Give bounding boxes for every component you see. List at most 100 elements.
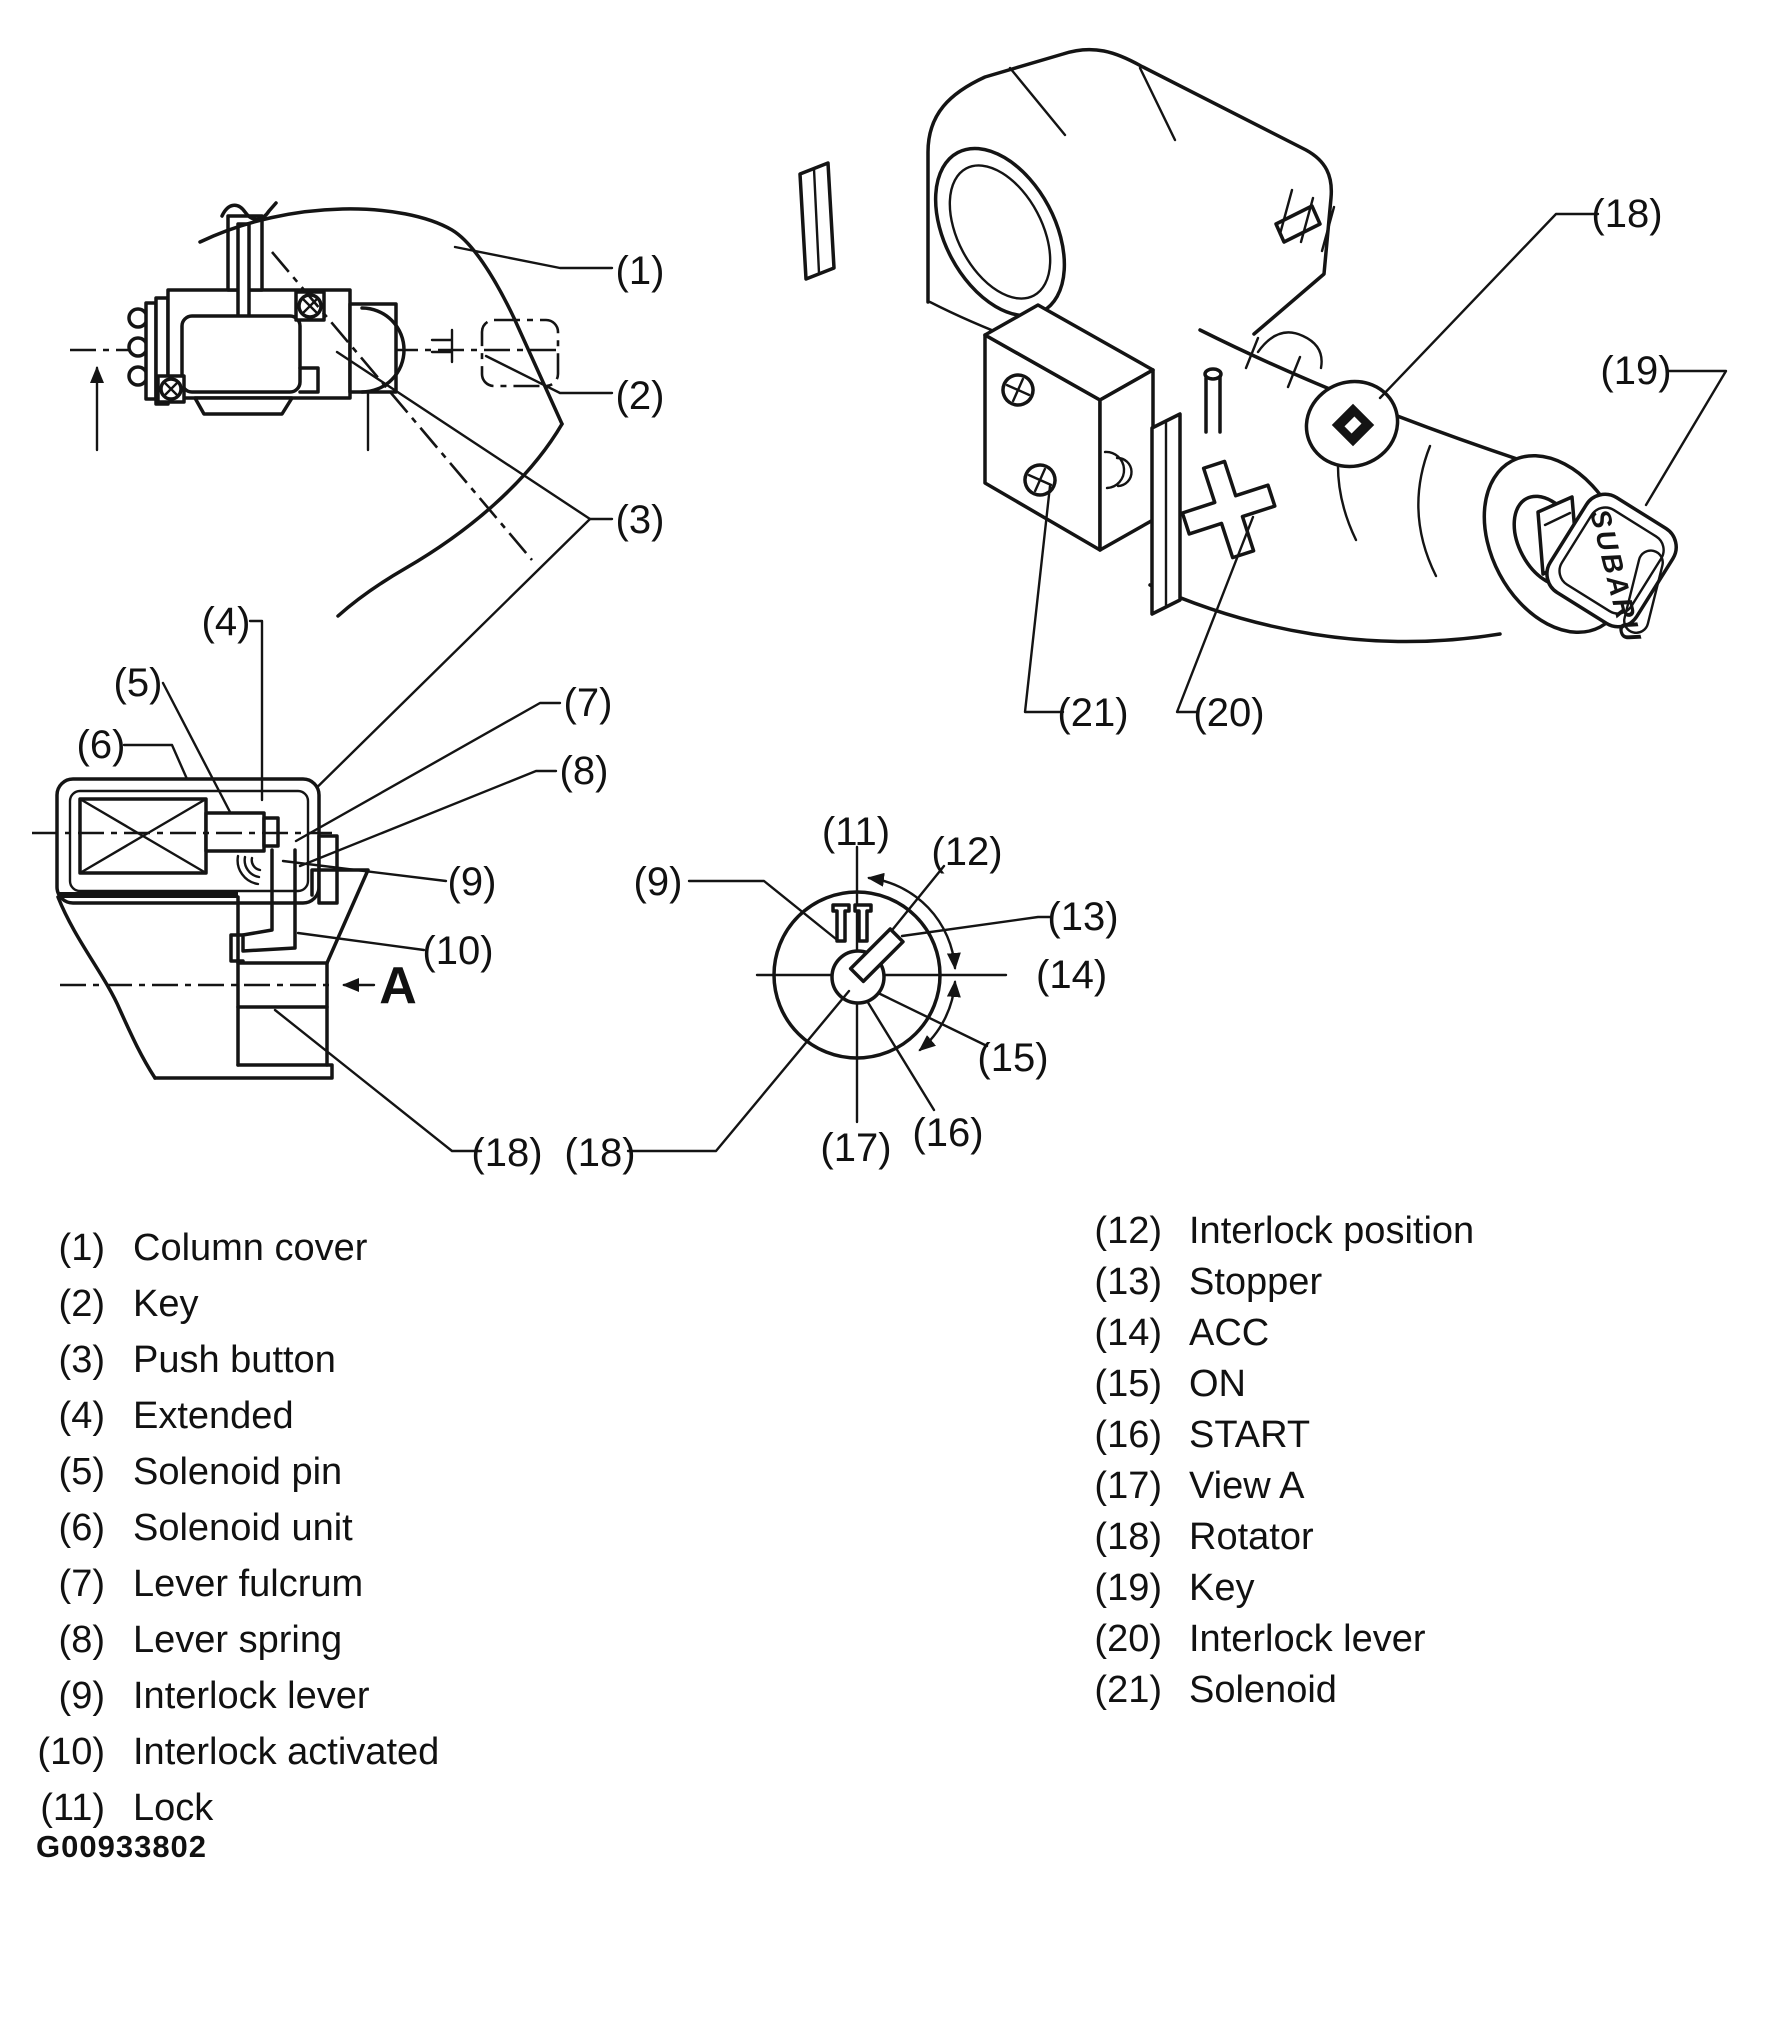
callout-15: (15)	[977, 1036, 1048, 1080]
legend-item-12: (12)Interlock position	[1050, 1208, 1474, 1254]
legend-num: (9)	[58, 1675, 105, 1717]
leader-20	[1175, 515, 1255, 714]
leader-21	[1023, 484, 1065, 714]
lock-assembly-diagram: SUBARU (18) (19) (21) (20)	[798, 47, 1728, 735]
callout-19: (19)	[1600, 349, 1671, 393]
callout-16: (16)	[912, 1111, 983, 1155]
legend-num: (10)	[37, 1731, 105, 1773]
leader-6	[122, 743, 189, 781]
inner-cylinder-step	[298, 366, 320, 394]
key-grip-hidden	[480, 318, 560, 388]
legend-item-9: (9)Interlock lever	[0, 1673, 370, 1719]
column-cover-lower-edge	[336, 422, 564, 618]
legend-item-7: (7)Lever fulcrum	[0, 1561, 364, 1607]
legend-num: (11)	[40, 1787, 105, 1829]
callout-9-dial: (9)	[634, 860, 683, 904]
legend-item-3: (3)Push button	[0, 1337, 336, 1383]
interlock-cross-lever	[1180, 459, 1277, 560]
callout-7: (7)	[564, 681, 613, 725]
screw-cross	[1005, 377, 1031, 403]
callout-21: (21)	[1057, 691, 1128, 735]
legend-label: Push button	[133, 1339, 336, 1381]
coil-x-mark	[78, 797, 208, 875]
leader-13	[900, 915, 1054, 938]
leader-10	[296, 931, 426, 952]
legend-label: Key	[1189, 1567, 1255, 1609]
solenoid-screw	[1001, 373, 1035, 407]
callout-3: (3)	[616, 498, 665, 542]
legend-label: Solenoid pin	[133, 1451, 343, 1493]
legend-label: Lock	[133, 1787, 214, 1829]
solenoid-section-diagram: (4) (5) (6) (7) (8) (9) (10) (18) A	[32, 600, 612, 1175]
legend-num: (7)	[58, 1563, 105, 1605]
legend-item-11: (11) Lock	[0, 1785, 213, 1831]
rotator-column	[236, 895, 329, 1067]
legend-item-1: (1)Column cover	[0, 1225, 368, 1271]
legend-item-2: (2)Key	[0, 1281, 199, 1327]
callout-13: (13)	[1047, 895, 1118, 939]
spring-hatch-ticks	[1278, 188, 1336, 253]
leader-9-dial	[687, 879, 838, 941]
interlock-pin-cap	[1203, 367, 1223, 381]
legend-item-10: (10)Interlock activated	[0, 1729, 439, 1775]
legend-item-21: (21)Solenoid	[1050, 1667, 1336, 1713]
leader-18-section	[273, 1008, 483, 1153]
key-position-diagram: (9) (11) (12) (13) (14) (15) (16) (17) (…	[564, 810, 1118, 1175]
callout-5: (5)	[114, 661, 163, 705]
callout-18-assembly: (18)	[1591, 192, 1662, 236]
view-a-arrow-label: A	[379, 957, 417, 1015]
legend-label: Column cover	[133, 1227, 368, 1269]
legend-num: (18)	[1094, 1516, 1162, 1558]
legend-label: ON	[1189, 1363, 1246, 1405]
legend-num: (17)	[1094, 1465, 1162, 1507]
push-button-axis-hidden	[271, 251, 533, 561]
legend-num: (6)	[58, 1507, 105, 1549]
retainer-clip-line	[812, 167, 821, 275]
lever-spring-arc	[236, 854, 260, 886]
legend-item-14: (14)ACC	[1050, 1310, 1269, 1356]
lever-spring-arc	[243, 855, 261, 879]
legend-num: (5)	[58, 1451, 105, 1493]
key-blade-line	[1543, 511, 1572, 527]
legend-label: View A	[1189, 1465, 1305, 1507]
bracket-block	[310, 868, 370, 965]
legend-label: Rotator	[1189, 1516, 1314, 1558]
keyway-slot	[848, 927, 905, 984]
legend-num: (13)	[1094, 1261, 1162, 1303]
legend-item-15: (15)ON	[1050, 1361, 1246, 1407]
key-shaft-stub	[430, 328, 454, 364]
callout-2: (2)	[616, 374, 665, 418]
leader-8	[298, 769, 558, 868]
callout-18-section: (18)	[471, 1131, 542, 1175]
legend-num: (8)	[58, 1619, 105, 1661]
legend-label: START	[1189, 1414, 1311, 1456]
legend-label: ACC	[1189, 1312, 1270, 1354]
interlock-lever-tine	[853, 903, 873, 943]
inner-cylinder	[180, 314, 302, 394]
screw-bottom-cross	[163, 381, 179, 397]
legend-num: (12)	[1094, 1210, 1162, 1252]
legend-num: (21)	[1094, 1669, 1162, 1711]
legend-label: Lever spring	[133, 1619, 343, 1661]
interlock-lever-blade	[241, 848, 297, 953]
key-ring-slot	[1623, 549, 1664, 634]
bore-ellipse-inner	[948, 164, 1052, 300]
leader-4	[248, 619, 264, 802]
legend-item-17: (17) View A	[1050, 1463, 1304, 1509]
legend-item-16: (16)START	[1050, 1412, 1310, 1458]
solenoid-screw	[1023, 463, 1057, 497]
rotation-arc-lower	[918, 980, 961, 1052]
key-cylinder-section-diagram: (1) (2) (3)	[70, 201, 665, 810]
leader-18-dial	[626, 989, 851, 1153]
callout-11: (11)	[822, 810, 890, 854]
solenoid-housing-inner	[68, 789, 310, 893]
callout-18-dial: (18)	[564, 1131, 635, 1175]
legend-item-5: (5) Solenoid pin	[0, 1449, 343, 1495]
legend-item-19: (19)Key	[1050, 1565, 1254, 1611]
callout-4: (4)	[202, 600, 251, 644]
cam-bore-notch	[1344, 416, 1362, 434]
leader-9-section	[281, 859, 448, 883]
legend-label: Interlock lever	[1189, 1618, 1426, 1660]
leader-18-assembly	[1378, 212, 1600, 400]
leaf-spring	[1256, 331, 1323, 370]
